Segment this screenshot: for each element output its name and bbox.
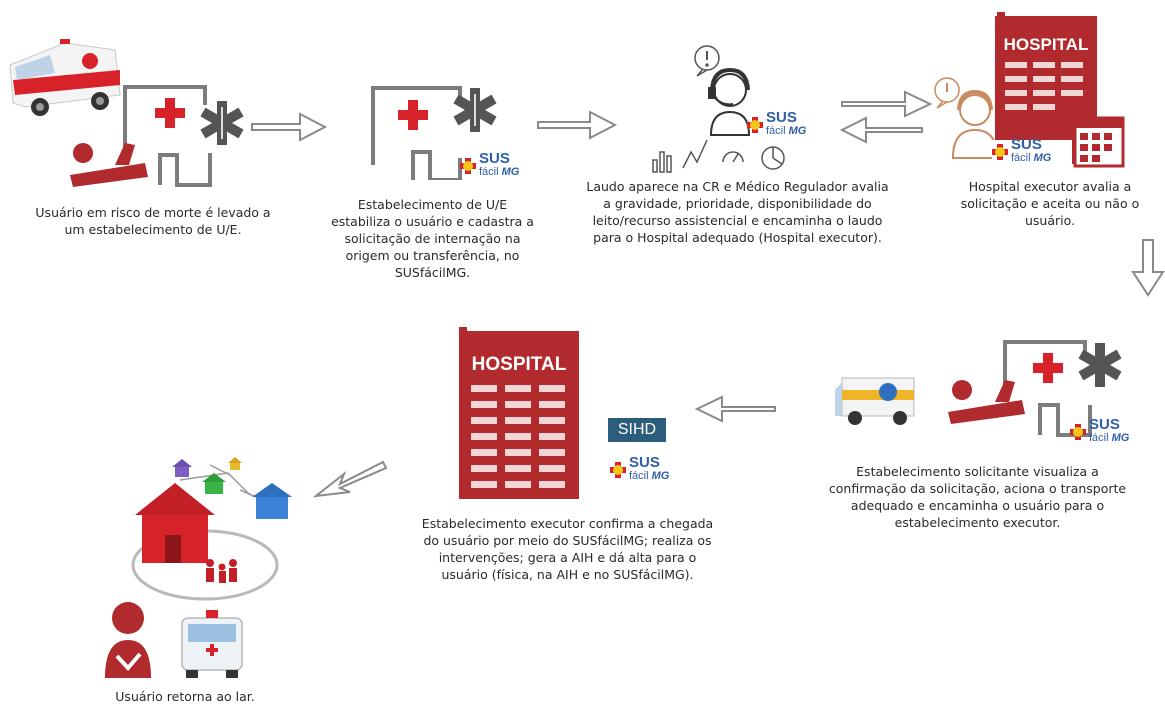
arrow-step2-to-step3 bbox=[537, 110, 618, 140]
star-of-life-icon bbox=[1078, 343, 1122, 387]
arrow-step5-to-step6 bbox=[694, 395, 776, 423]
sihd-logo: SIHD bbox=[608, 418, 666, 442]
step6-caption: Estabelecimento executor confirma a cheg… bbox=[421, 516, 714, 582]
ambulance-icon bbox=[181, 610, 243, 678]
svg-text:HOSPITAL: HOSPITAL bbox=[472, 354, 567, 375]
susfacil-logo: SUS fácil MG bbox=[610, 455, 690, 484]
charts-icon bbox=[652, 139, 785, 173]
susfacil-logo: SUS fácil MG bbox=[1070, 417, 1150, 446]
health-unit-icon bbox=[1003, 340, 1092, 437]
step3-caption: Laudo aparece na CR e Médico Regulador a… bbox=[586, 179, 889, 245]
hospital-building-icon: HOSPITAL bbox=[995, 12, 1097, 164]
step3-illustration bbox=[652, 45, 785, 173]
step6-illustration: HOSPITAL bbox=[459, 327, 579, 499]
regulator-doctor-icon bbox=[708, 67, 751, 136]
calendar-icon bbox=[1073, 116, 1125, 168]
svg-text:HOSPITAL: HOSPITAL bbox=[1004, 35, 1089, 54]
health-unit-icon bbox=[123, 85, 212, 187]
susfacil-logo: SUS fácil MG bbox=[992, 137, 1072, 166]
arrow-step4-down bbox=[1131, 239, 1165, 297]
step1-illustration bbox=[9, 39, 244, 187]
step2-illustration bbox=[371, 86, 497, 180]
star-of-life-icon bbox=[453, 88, 497, 132]
patient-icon bbox=[948, 380, 1025, 424]
step7-illustration bbox=[105, 602, 243, 678]
alert-bubble-icon bbox=[934, 77, 960, 109]
ambulance-icon bbox=[9, 39, 121, 116]
home-network-illustration bbox=[131, 457, 292, 601]
arrow-step3-to-step4 bbox=[841, 90, 933, 118]
star-of-life-icon bbox=[200, 101, 244, 145]
house-blue-icon bbox=[252, 483, 292, 519]
step5-illustration bbox=[835, 340, 1122, 437]
susfacil-logo: SUS fácil MG bbox=[460, 151, 540, 180]
alert-bubble-icon bbox=[694, 45, 720, 77]
hospital-building-icon: HOSPITAL bbox=[459, 327, 579, 499]
home-network-icon bbox=[131, 457, 292, 601]
hospital-operator-icon bbox=[951, 89, 999, 159]
arrow-step6-to-step7 bbox=[312, 460, 388, 498]
discharged-user-icon bbox=[105, 602, 151, 678]
health-unit-icon bbox=[371, 86, 462, 180]
ambulance-icon bbox=[835, 377, 915, 425]
house-red-icon bbox=[135, 483, 215, 563]
patient-icon bbox=[70, 143, 148, 187]
step7-caption: Usuário retorna ao lar. bbox=[115, 689, 255, 704]
step4-illustration: HOSPITAL bbox=[934, 12, 1125, 168]
family-icon bbox=[206, 559, 237, 583]
arrow-step1-to-step2 bbox=[251, 112, 328, 142]
arrow-step4-to-step3 bbox=[839, 116, 923, 144]
susfacil-logo: SUS fácil MG bbox=[747, 110, 827, 139]
